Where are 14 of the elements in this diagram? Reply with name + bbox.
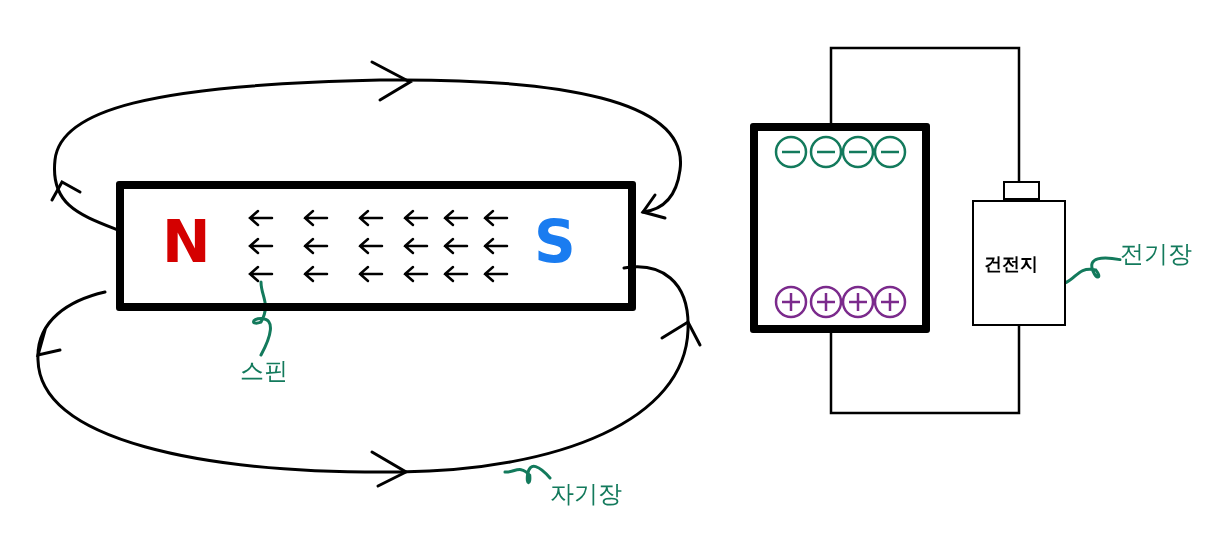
capacitor [750,123,930,333]
spin-arrow [248,266,274,282]
leader-line [1064,256,1122,284]
south-pole-label: S [534,213,576,271]
north-pole-label: N [162,213,211,271]
wire [829,324,1021,415]
battery-label: 건전지 [984,252,1038,276]
leader-line [503,464,552,485]
magnetic-field-label: 자기장 [550,478,660,514]
wire [829,46,1021,183]
bar-magnet [116,181,636,311]
spin-label: 스핀 [240,355,310,389]
leader-line [252,280,272,357]
electric-field-label: 전기장 [1120,238,1220,274]
